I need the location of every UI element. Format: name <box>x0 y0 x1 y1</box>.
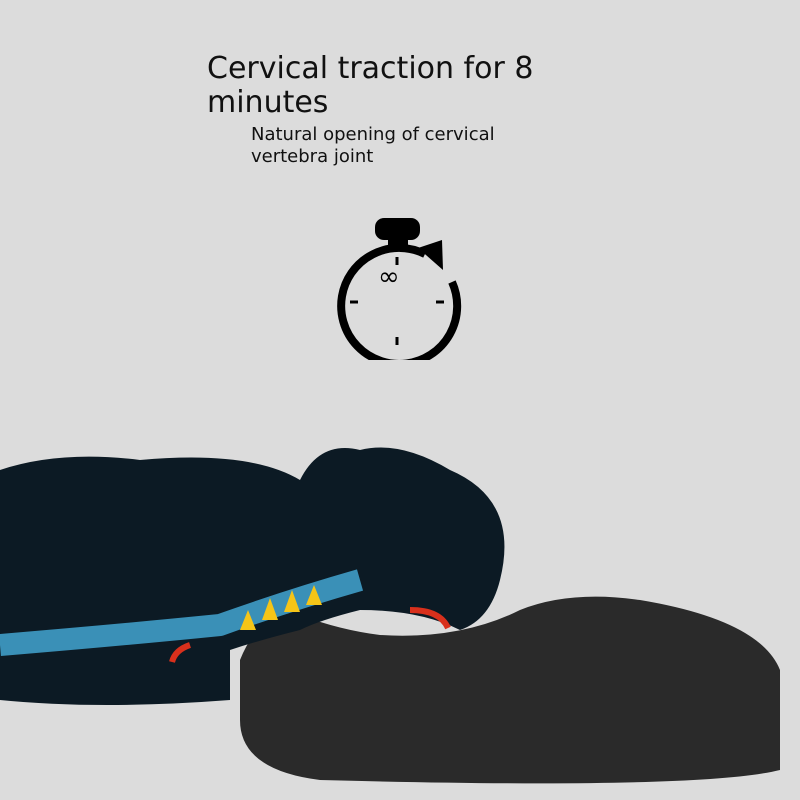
stopwatch-icon <box>337 218 462 360</box>
subheadline: Natural opening of cervical vertebra joi… <box>251 124 495 167</box>
red-arrow <box>169 642 192 663</box>
pillow-illustration <box>0 447 780 784</box>
infinity-symbol: ∞ <box>378 262 400 292</box>
pillow <box>240 596 780 784</box>
headline: Cervical traction for 8 minutes <box>207 51 534 120</box>
red-arrow <box>409 607 451 630</box>
yellow-arrows <box>240 585 322 630</box>
